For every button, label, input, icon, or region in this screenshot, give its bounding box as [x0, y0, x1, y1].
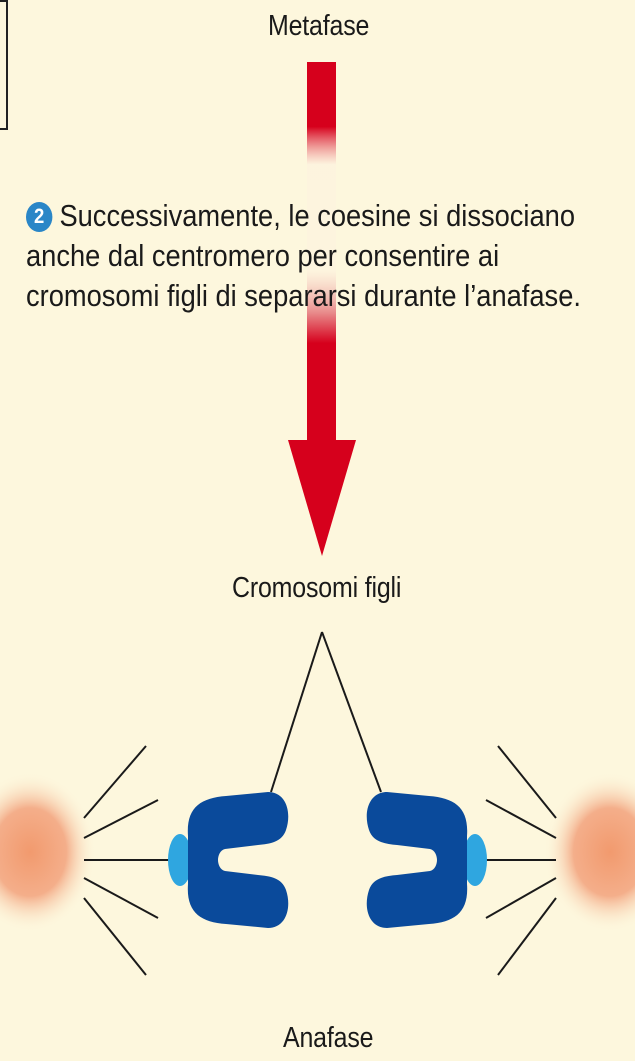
metaphase-label: Metafase — [268, 10, 370, 42]
left-daughter-chromosome — [168, 792, 289, 928]
spindle-fiber — [83, 877, 159, 919]
step-text-line: anche dal centromero per consentire ai — [26, 238, 500, 273]
label-pointer-lines — [270, 631, 382, 793]
step-number-badge: 2 — [26, 202, 53, 232]
spindle-fiber — [485, 799, 557, 839]
right-spindle — [470, 745, 635, 976]
right-chromatid — [366, 792, 468, 928]
transition-arrow — [288, 62, 356, 556]
right-daughter-chromosome — [366, 792, 487, 928]
pointer-line-left — [270, 631, 323, 793]
step-text-line: cromosomi figli di separarsi durante l’a… — [26, 278, 581, 313]
spindle-fiber — [83, 745, 147, 819]
spindle-fiber — [497, 897, 557, 976]
left-kinetochore — [168, 834, 192, 886]
left-chromatid — [187, 792, 289, 928]
step-text-line: Successivamente, le coesine si dissocian… — [59, 198, 575, 233]
daughter-chromosomes-label: Cromosomi figli — [232, 572, 402, 604]
spindle-fiber — [83, 897, 147, 976]
spindle-fiber — [497, 745, 557, 819]
arrow-head — [288, 440, 356, 556]
corner-frame — [0, 0, 8, 130]
spindle-fiber — [83, 799, 159, 839]
right-centrosome — [544, 772, 635, 932]
right-kinetochore — [463, 834, 487, 886]
anaphase-label: Anafase — [283, 1022, 374, 1054]
left-centrosome — [0, 772, 96, 932]
left-spindle — [0, 745, 176, 976]
spindle-fiber — [485, 877, 557, 919]
pointer-line-right — [321, 631, 382, 793]
arrow-shaft — [307, 62, 336, 442]
